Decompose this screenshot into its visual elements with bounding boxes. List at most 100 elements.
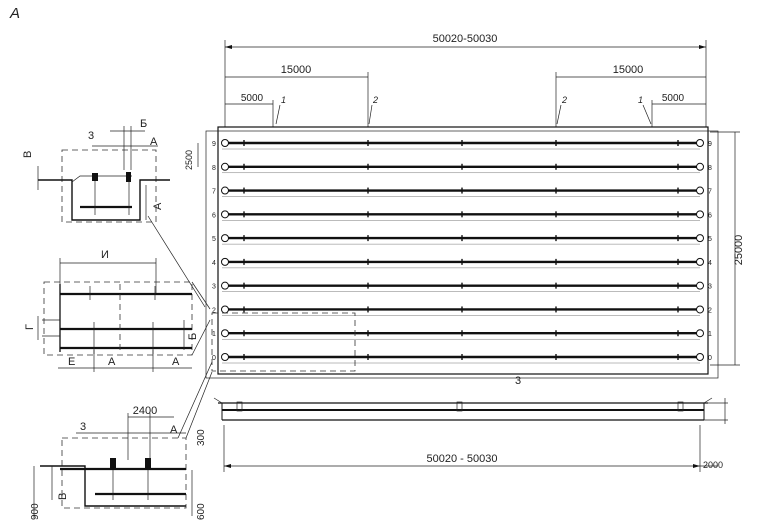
row-end-circle: [696, 210, 704, 219]
row-end-circle: [221, 353, 229, 361]
detail-mid-label-a2: А: [172, 356, 180, 368]
bay-2500-label: 2500: [184, 150, 194, 170]
detail-bottom-label-3: 3: [80, 421, 86, 433]
row-end-circle: [696, 329, 704, 338]
row-end-circle: [221, 210, 229, 219]
row-end-circle: [221, 162, 229, 171]
row-end-circle: [221, 186, 229, 195]
row-end-circle: [221, 329, 229, 338]
row-end-circle: [221, 257, 229, 266]
width-label: 25000: [733, 235, 745, 266]
section-post-middle: [456, 401, 463, 412]
row-label: 7: [708, 189, 712, 196]
leader-line: [556, 104, 562, 125]
section-view: 50020 - 50030 2000: [213, 397, 728, 472]
overall-length-label: 50020-50030: [433, 33, 498, 45]
row-end-circle: [696, 353, 704, 361]
detail-mid-label-b: Б: [187, 333, 199, 340]
detail-top-clamp: [92, 173, 98, 181]
row-label: 8: [212, 165, 216, 172]
dimension-5000-left: 5000: [241, 93, 264, 104]
detail-top-pit: [38, 179, 170, 221]
section-post-left: [236, 401, 243, 412]
detail-mid-label-g: Г: [24, 324, 36, 330]
plan-outer-contour: [205, 130, 719, 379]
row-label: 6: [212, 212, 216, 219]
row-end-circle: [221, 281, 229, 290]
detail-middle: И Г Е А А Б: [24, 249, 211, 372]
detail-bottom-label-900: 900: [30, 503, 41, 520]
detail-top-label-a2: А: [152, 202, 164, 210]
detail-top-leader: [147, 215, 206, 308]
depth-2000-label: 2000: [703, 460, 723, 470]
detail-bottom-clamp: [110, 458, 116, 470]
detail-mid-leader: [191, 281, 211, 310]
section-post-right: [677, 401, 684, 412]
leader-line: [642, 104, 652, 125]
detail-top-clamp: [126, 172, 131, 182]
detail-top-label-v: В: [22, 151, 34, 158]
row-label: 0: [708, 355, 712, 362]
callout-2-right: 2: [561, 95, 567, 105]
dimension-15000-left: 15000: [281, 64, 312, 76]
plan-view: 50020-50030 15000 15000 5000 5000 1 2 2 …: [184, 33, 745, 387]
detail-mid-label-a1: А: [108, 356, 116, 368]
detail-mid-leader: [191, 319, 211, 356]
section-edge-lines: [213, 397, 728, 421]
detail-bottom-clamp: [145, 458, 151, 470]
row-label: 6: [708, 212, 712, 219]
detail-bottom-leader: [177, 361, 213, 439]
row-end-circle: [696, 257, 704, 266]
row-end-circle: [221, 234, 229, 243]
callout-3-plan: 3: [515, 375, 521, 387]
detail-bottom-label-2400: 2400: [133, 405, 157, 417]
detail-bottom-pit: [40, 465, 186, 507]
callout-1-right: 1: [638, 95, 643, 105]
row-label: 9: [212, 141, 216, 148]
row-label: 4: [708, 260, 712, 267]
detail-top-label-a: А: [150, 136, 158, 148]
leader-line: [275, 104, 281, 125]
row-label: 8: [708, 165, 712, 172]
row-label: 0: [212, 355, 216, 362]
detail-top-label-3: 3: [88, 130, 94, 142]
row-label: 3: [708, 284, 712, 291]
leader-line: [368, 104, 373, 125]
detail-bottom: 2400 3 А 300 900 В 600: [30, 361, 213, 520]
row-label: 2: [708, 307, 712, 314]
row-end-circle: [696, 281, 704, 290]
plan-outline: [217, 126, 709, 375]
detail-top-rail: [71, 175, 132, 183]
detail-top-frame: [61, 149, 157, 223]
dimension-15000-right: 15000: [613, 64, 644, 76]
detail-mid-frame: [43, 281, 193, 356]
detail-zone: [211, 312, 356, 372]
row-end-circle: [696, 305, 704, 314]
callout-2-left: 2: [372, 95, 378, 105]
row-end-circle: [221, 305, 229, 314]
figure-letter: А: [9, 5, 20, 22]
detail-bottom-frame: [61, 437, 187, 509]
row-label: 1: [708, 331, 712, 338]
detail-top-label-b: Б: [140, 118, 147, 130]
detail-bottom-leader: [185, 371, 213, 439]
callout-1-left: 1: [281, 95, 286, 105]
detail-mid-label-e: Е: [68, 356, 75, 368]
detail-mid-label-i: И: [101, 249, 109, 261]
detail-bottom-label-v: В: [57, 493, 69, 500]
section-length-label: 50020 - 50030: [427, 453, 498, 465]
row-label: 7: [212, 189, 216, 196]
row-label: 5: [212, 236, 216, 243]
row-label: 5: [708, 236, 712, 243]
row-end-circle: [696, 234, 704, 243]
row-label: 3: [212, 284, 216, 291]
row-end-circle: [221, 139, 229, 147]
detail-top: 3 Б А В А: [22, 118, 206, 308]
row-label: 1: [212, 331, 216, 338]
row-end-circle: [696, 186, 704, 195]
row-label: 2: [212, 307, 216, 314]
row-label: 4: [212, 260, 216, 267]
dimension-5000-right: 5000: [662, 93, 685, 104]
